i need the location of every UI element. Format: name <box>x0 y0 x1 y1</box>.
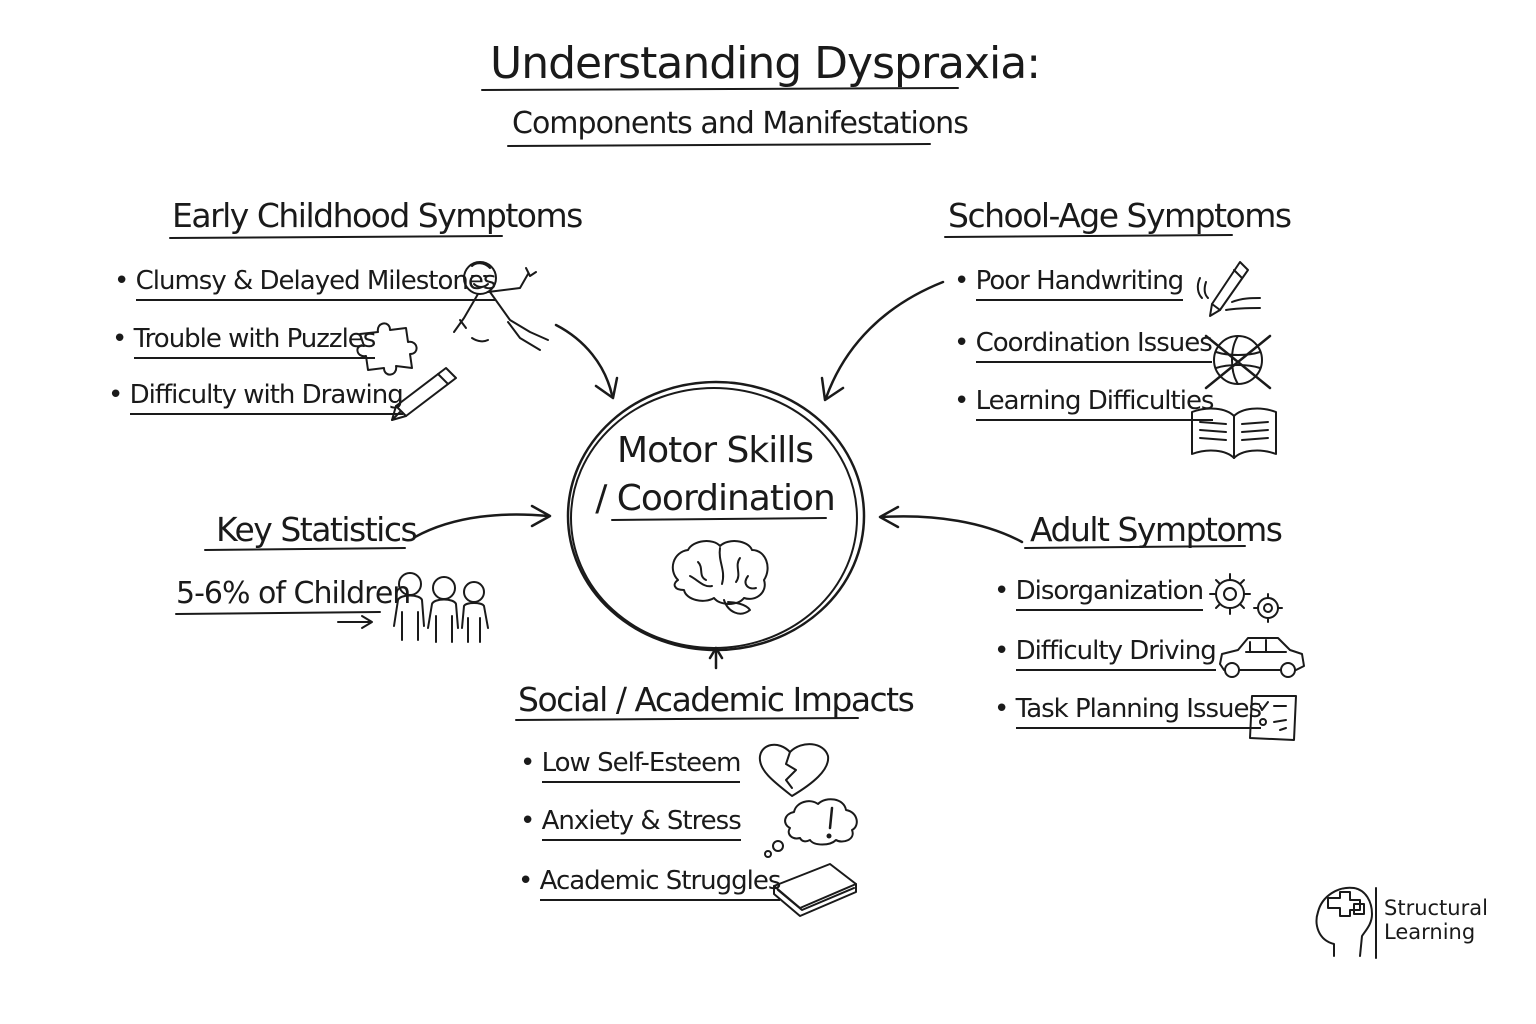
brain-icon <box>671 540 769 615</box>
arrow-key-statistics <box>413 504 552 539</box>
brand-name-line1: Structural <box>1384 896 1488 920</box>
car-icon <box>1219 637 1305 678</box>
page-subtitle: Components and Manifestations <box>512 106 969 141</box>
list-item: • Disorganization <box>994 576 1204 611</box>
writing-pencil-icon <box>1196 261 1261 317</box>
arrow-adult <box>878 505 1024 544</box>
list-item: • Trouble with Puzzles <box>112 324 376 359</box>
item-label: Anxiety & Stress <box>541 806 742 841</box>
thought-bubble-exclamation-icon <box>764 798 858 858</box>
title-underline <box>481 87 959 147</box>
crossed-ball-icon <box>1204 334 1272 390</box>
list-item: • Anxiety & Stress <box>520 806 742 841</box>
closed-book-icon <box>773 863 857 917</box>
item-label: Disorganization <box>1015 576 1204 611</box>
item-label: Academic Struggles <box>539 866 781 901</box>
item-label: Clumsy & Delayed Milestones <box>135 266 496 301</box>
item-label: Difficulty Driving <box>1015 636 1217 671</box>
heading-school-age: School-Age Symptoms <box>948 196 1292 235</box>
list-item: • Academic Struggles <box>518 866 781 901</box>
head-puzzle-logo-icon <box>1315 886 1377 959</box>
heading-adult: Adult Symptoms <box>1030 510 1283 549</box>
center-title-line1: Motor Skills <box>617 430 814 471</box>
heading-early-childhood: Early Childhood Symptoms <box>172 196 583 235</box>
checklist-icon <box>1249 695 1297 741</box>
puzzle-piece-icon <box>356 322 418 376</box>
list-item: • Difficulty with Drawing <box>108 380 404 415</box>
item-label: Coordination Issues <box>975 328 1213 363</box>
item-label: Poor Handwriting <box>975 266 1184 301</box>
item-label: Low Self-Esteem <box>541 748 741 783</box>
statistic-value: 5-6% of Children <box>176 576 411 611</box>
heading-underlines <box>169 234 1246 721</box>
falling-child-icon <box>453 261 549 351</box>
item-label: Task Planning Issues <box>1015 694 1262 729</box>
broken-heart-icon <box>758 743 830 797</box>
arrow-early-childhood <box>554 323 619 400</box>
list-item: • Low Self-Esteem <box>520 748 741 783</box>
heading-key-statistics: Key Statistics <box>216 510 418 549</box>
item-label: Learning Difficulties <box>975 386 1214 421</box>
item-label: Trouble with Puzzles <box>133 324 376 359</box>
arrow-social-academic <box>708 646 724 670</box>
item-label: Difficulty with Drawing <box>129 380 404 415</box>
heading-social-academic: Social / Academic Impacts <box>518 680 915 719</box>
list-item: • Coordination Issues <box>954 328 1213 363</box>
list-item: • Learning Difficulties <box>954 386 1214 421</box>
open-book-icon <box>1191 407 1277 459</box>
page-title: Understanding Dyspraxia: <box>490 38 1041 89</box>
list-item: • Poor Handwriting <box>954 266 1184 301</box>
list-item: • Clumsy & Delayed Milestones <box>114 266 496 301</box>
center-title-line2: / Coordination <box>595 478 836 519</box>
arrow-school-age <box>820 280 945 402</box>
gears-icon <box>1209 573 1283 623</box>
brand-name-line2: Learning <box>1384 920 1476 944</box>
pencil-icon <box>391 367 457 421</box>
list-item: • Difficulty Driving <box>994 636 1217 671</box>
list-item: • Task Planning Issues <box>994 694 1262 729</box>
children-group-icon <box>393 572 489 643</box>
statistic-arrow-icon <box>337 615 373 629</box>
